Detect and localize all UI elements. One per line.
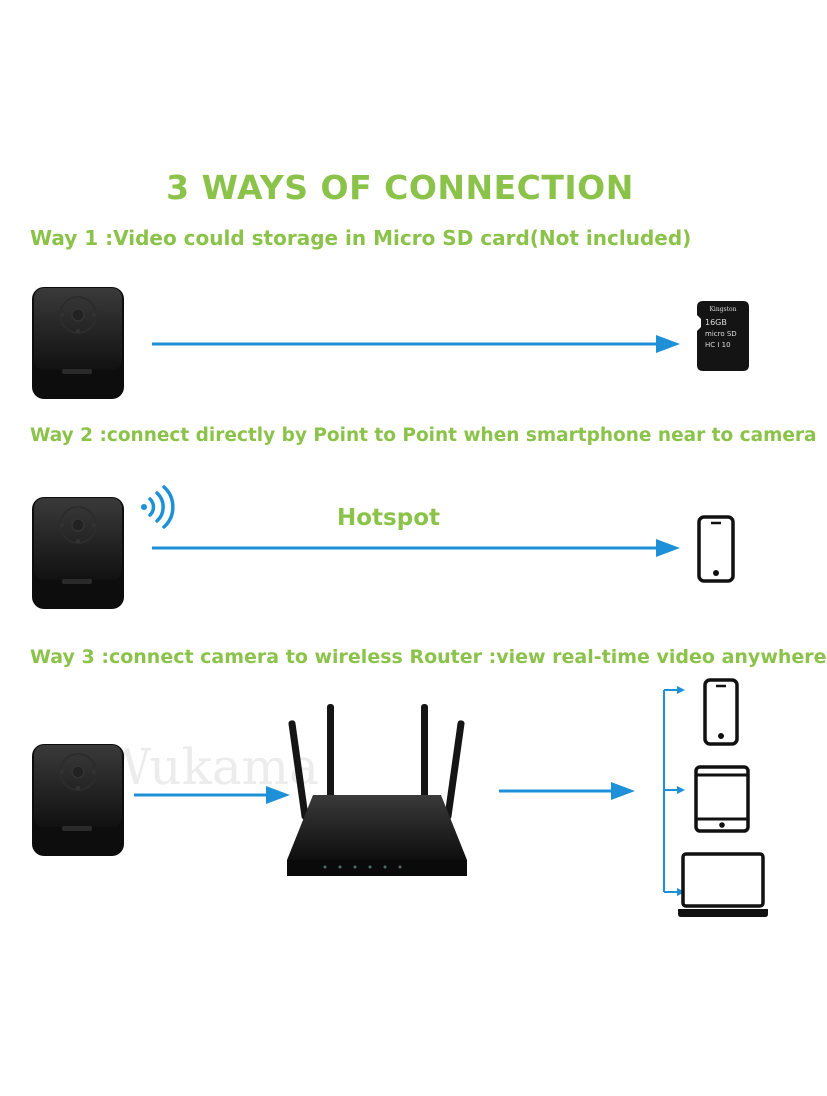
camera-icon [30, 495, 130, 619]
camera-icon [30, 285, 130, 409]
sd-card-icon: Kingston 16GB micro SD HC I 10 [697, 301, 749, 371]
arrow-way-3-router [499, 782, 635, 800]
smartphone-icon [697, 515, 735, 583]
watermark: Wukama [100, 738, 319, 796]
sd-capacity: 16GB [705, 318, 727, 327]
way-1-label: Way 1 :Video could storage in Micro SD c… [30, 226, 692, 250]
page-title: 3 WAYS OF CONNECTION [166, 168, 634, 207]
tablet-icon [694, 765, 750, 833]
wifi-signal-icon [141, 485, 175, 529]
way-3-label: Way 3 :connect camera to wireless Router… [30, 646, 827, 668]
way-2-label: Way 2 :connect directly by Point to Poin… [30, 425, 817, 446]
sd-brand: Kingston [709, 306, 736, 313]
sd-logo: micro SD [705, 330, 737, 338]
router-icon [287, 704, 467, 876]
arrow-way-1 [152, 335, 680, 353]
branch-connector [663, 686, 685, 896]
smartphone-icon [703, 678, 739, 746]
laptop-icon [678, 852, 768, 917]
arrow-way-2 [152, 539, 680, 557]
sd-class: HC I 10 [705, 341, 731, 349]
camera-icon [30, 742, 130, 866]
hotspot-label: Hotspot [337, 505, 440, 531]
arrow-way-3-camera [134, 786, 290, 804]
